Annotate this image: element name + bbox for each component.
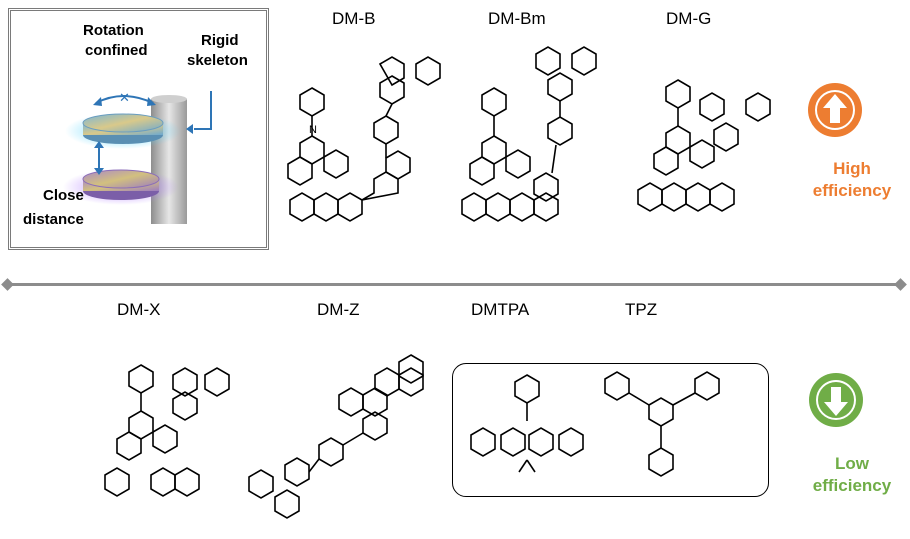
molecule-label-dmtpa: DMTPA — [471, 300, 530, 319]
rotation-label-2: confined — [85, 42, 148, 59]
stacking-schematic: ✕ — [63, 90, 212, 224]
molecule-label-dm-z: DM-Z — [317, 300, 360, 319]
low-efficiency-line-1: Low — [835, 454, 869, 473]
top-structures: N — [287, 46, 771, 222]
structure-dm-z — [248, 354, 424, 519]
upper-disk — [82, 113, 164, 133]
arrow-up-circle-icon — [808, 83, 862, 137]
bottom-structures — [104, 354, 424, 519]
structure-dm-b — [287, 56, 441, 222]
high-efficiency-line-1: High — [833, 159, 871, 178]
rotation-label-1: Rotation — [83, 22, 144, 39]
reference-compounds-box — [452, 363, 769, 497]
structure-dmtpa — [470, 374, 584, 473]
divider-right-tip — [894, 278, 907, 291]
n-atom-label: N — [309, 124, 317, 136]
lower-disk — [82, 169, 160, 189]
close-label-2: distance — [23, 211, 84, 228]
structure-dm-x — [104, 364, 230, 497]
structure-tpz — [604, 371, 720, 477]
molecule-label-dm-b: DM-B — [332, 9, 376, 28]
close-label-1: Close — [43, 187, 84, 204]
reference-structures — [470, 371, 720, 477]
low-efficiency-label: Low efficiency — [797, 453, 907, 497]
mechanism-inset: ✕ Rotation confined Rigid skeleton Close… — [8, 8, 269, 250]
structure-dm-bm — [461, 46, 597, 222]
divider-line — [6, 283, 904, 286]
high-efficiency-label: High efficiency — [797, 158, 907, 202]
low-efficiency-line-2: efficiency — [812, 476, 892, 495]
svg-text:✕: ✕ — [119, 90, 130, 105]
rigid-arrow — [194, 91, 212, 130]
divider-left-tip — [1, 278, 14, 291]
rigid-label-2: skeleton — [187, 52, 248, 69]
arrow-down-circle-icon — [809, 373, 863, 427]
molecule-label-tpz: TPZ — [625, 300, 658, 319]
structure-dm-g — [637, 79, 771, 212]
molecule-label-dm-bm: DM-Bm — [488, 9, 546, 28]
rigid-label-1: Rigid — [201, 32, 239, 49]
high-efficiency-line-2: efficiency — [812, 181, 892, 200]
molecule-label-dm-g: DM-G — [666, 9, 712, 28]
molecule-label-dm-x: DM-X — [117, 300, 161, 319]
